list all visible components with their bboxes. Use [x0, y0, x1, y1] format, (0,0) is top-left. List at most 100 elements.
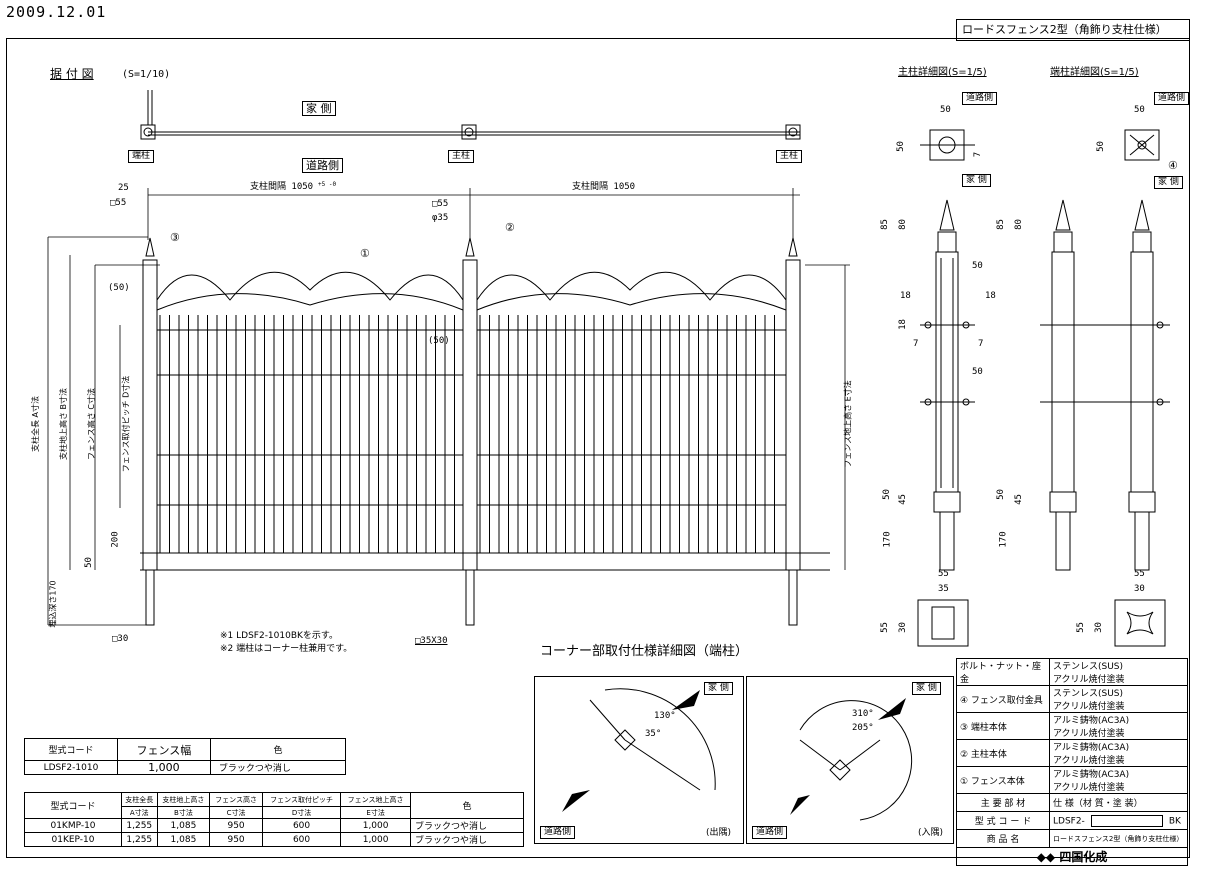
corner-left-angle-35: 35° [645, 729, 662, 739]
col-header: 色 [209, 738, 347, 761]
main-dim-55-base: 55 [938, 569, 949, 579]
corner-right-house: 家 側 [912, 682, 941, 695]
brand-logo: ◆◆ 四国化成 [956, 847, 1188, 866]
spec-label: ① フェンス本体 [956, 766, 1050, 794]
end-post-house-tag: 家 側 [1154, 176, 1183, 189]
end-dim-50-top: 50 [1134, 105, 1145, 115]
dim-50-paren-mid: (50) [428, 336, 450, 346]
corner-right-note: (入隅) [918, 828, 944, 838]
spec-row: ④ フェンス取付金具ステンレス(SUS)アクリル焼付塗装 [956, 685, 1188, 713]
spec-label: ④ フェンス取付金具 [956, 685, 1050, 713]
callout-2: ② [505, 221, 515, 234]
sheet-border [6, 38, 1190, 858]
spec-row: ボルト・ナット・座金ステンレス(SUS)アクリル焼付塗装 [956, 658, 1188, 686]
dim-base-mid: □35X30 [415, 636, 448, 646]
product-name-label: 商 品 名 [956, 829, 1050, 848]
main-dim-50-top: 50 [940, 105, 951, 115]
callout-3: ③ [170, 231, 180, 244]
dim-25: 25 [118, 183, 129, 193]
dim-50-paren-left: (50) [108, 283, 130, 293]
road-side-tag: 道路側 [302, 158, 343, 173]
post-tag-end: 端柱 [128, 150, 155, 163]
post-tag-main-2: 主柱 [776, 150, 803, 163]
dim-span-2: 支柱間隔 1050 [572, 182, 636, 192]
main-dim-35-base: 35 [938, 584, 949, 594]
corner-detail-title: コーナー部取付仕様詳細図（端柱） [540, 644, 749, 659]
post-tag-main-1: 主柱 [448, 150, 475, 163]
note-2: ※2 端柱はコーナー柱兼用です。 [220, 644, 353, 654]
main-dim-7-right: 7 [978, 339, 984, 349]
spec-value: ステンレス(SUS)アクリル焼付塗装 [1049, 685, 1188, 713]
col-header: 支柱全長 [121, 792, 158, 807]
corner-right-road: 道路側 [752, 826, 788, 839]
front-view-title: 据 付 図 [50, 67, 94, 81]
col-header: フェンス地上高さ [340, 792, 411, 807]
main-dim-18-left: 18 [900, 291, 911, 301]
title-box [956, 19, 1190, 41]
col-header: 色 [410, 792, 524, 819]
col-header: フェンス幅 [116, 738, 211, 761]
main-dim-50-upper: 50 [972, 261, 983, 271]
main-post-road-tag: 道路側 [962, 92, 998, 105]
spec-row: ③ 端柱本体アルミ鋳物(AC3A)アクリル焼付塗装 [956, 712, 1188, 740]
front-view-scale: (S=1/10) [122, 69, 171, 80]
spec-label: ボルト・ナット・座金 [956, 658, 1050, 686]
model-code-value: LDSF2-BK [1049, 811, 1188, 830]
spec-value: アルミ鋳物(AC3A)アクリル焼付塗装 [1049, 766, 1188, 794]
corner-right-angle-205: 205° [852, 723, 874, 733]
spec-value: アルミ鋳物(AC3A)アクリル焼付塗装 [1049, 739, 1188, 767]
corner-right-angle-310: 310° [852, 709, 874, 719]
corner-left-note: (出隅) [706, 828, 732, 838]
corner-left-house: 家 側 [704, 682, 733, 695]
note-1: ※1 LDSF2-1010BKを示す。 [220, 631, 339, 641]
main-dim-7-left: 7 [913, 339, 919, 349]
product-name-value: ロードスフェンス2型（角飾り支柱仕様） [1049, 829, 1188, 848]
dim-square-55-mid: □55 [432, 199, 449, 209]
drawing-title: ロードスフェンス2型（角飾り支柱仕様） [962, 23, 1167, 36]
end-post-road-tag: 道路側 [1154, 92, 1190, 105]
corner-left-angle-130: 130° [654, 711, 676, 721]
main-parts-value: 仕 様（材 質・塗 装） [1049, 793, 1188, 812]
spec-table: ボルト・ナット・座金ステンレス(SUS)アクリル焼付塗装 ④ フェンス取付金具ス… [956, 658, 1188, 866]
corner-panel-inner [746, 676, 954, 844]
code-table-large: 型式コード 支柱全長 支柱地上高さ フェンス高さ フェンス取付ピッチ フェンス地… [24, 792, 524, 847]
main-parts-label: 主 要 部 材 [956, 793, 1050, 812]
spec-value: アルミ鋳物(AC3A)アクリル焼付塗装 [1049, 712, 1188, 740]
spec-label: ③ 端柱本体 [956, 712, 1050, 740]
end-post-title: 端柱詳細図(S=1/5) [1050, 67, 1139, 78]
spec-label: ② 主柱本体 [956, 739, 1050, 767]
dim-round-35: φ35 [432, 213, 449, 223]
col-header: 型式コード [24, 738, 118, 761]
corner-left-road: 道路側 [540, 826, 576, 839]
end-post-callout-4: ④ [1168, 159, 1178, 172]
spec-value: ステンレス(SUS)アクリル焼付塗装 [1049, 658, 1188, 686]
main-dim-50-lower: 50 [972, 367, 983, 377]
col-header: 支柱地上高さ [156, 792, 211, 807]
main-post-title: 主柱詳細図(S=1/5) [898, 67, 987, 78]
spec-row: ② 主柱本体アルミ鋳物(AC3A)アクリル焼付塗装 [956, 739, 1188, 767]
col-header: フェンス高さ [209, 792, 263, 807]
drawing-date: 2009.12.01 [6, 3, 107, 21]
dim-square-55-left: □55 [110, 198, 127, 208]
col-header: フェンス取付ピッチ [261, 792, 342, 807]
corner-panel-outer [534, 676, 744, 844]
house-side-tag: 家 側 [302, 101, 336, 116]
model-code-label: 型 式 コ ー ド [956, 811, 1050, 830]
end-dim-30-base: 30 [1134, 584, 1145, 594]
end-dim-55-base: 55 [1134, 569, 1145, 579]
col-header: 型式コード [24, 792, 122, 819]
main-post-house-tag: 家 側 [962, 174, 991, 187]
spec-row: ① フェンス本体アルミ鋳物(AC3A)アクリル焼付塗装 [956, 766, 1188, 794]
dim-base-left: □30 [112, 634, 129, 644]
main-dim-18-right: 18 [985, 291, 996, 301]
dim-tolerance: +5 -0 [318, 181, 337, 188]
callout-1: ① [360, 247, 370, 260]
dim-span-1: 支柱間隔 1050 [250, 182, 314, 192]
